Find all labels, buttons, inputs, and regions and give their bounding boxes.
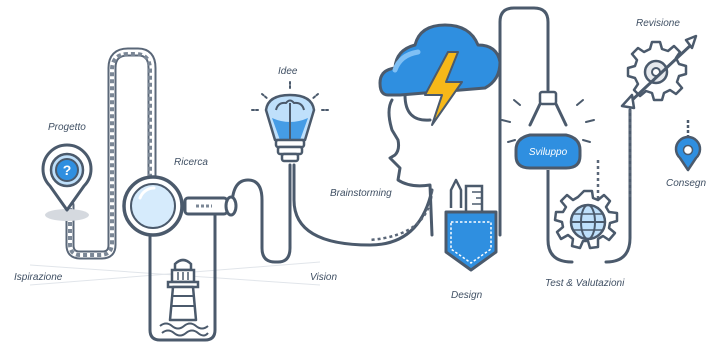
pipe-progetto <box>65 47 157 260</box>
label-consegna: Consegn <box>666 178 706 189</box>
label-design: Design <box>451 290 483 301</box>
main-line <box>148 6 632 342</box>
question-pin-icon: ? <box>41 143 93 221</box>
svg-text:?: ? <box>63 162 72 178</box>
label-idee: Idee <box>278 66 298 77</box>
lighthouse-icon <box>159 258 209 337</box>
label-progetto: Progetto <box>48 122 86 133</box>
lightbulb-brain-icon <box>251 81 329 163</box>
label-vision: Vision <box>310 272 337 283</box>
label-test: Test & Valutazioni <box>545 278 625 289</box>
cloud-lightning-head-icon <box>378 23 502 237</box>
label-ispirazione: Ispirazione <box>14 272 63 283</box>
label-revisione: Revisione <box>636 18 680 29</box>
robot-claw-icon: Sviluppo <box>501 87 595 170</box>
magnifier-icon <box>122 175 238 237</box>
label-brainstorming: Brainstorming <box>330 188 392 199</box>
gear-icon <box>620 34 698 110</box>
label-sviluppo: Sviluppo <box>529 147 568 158</box>
location-pin-icon <box>674 120 702 172</box>
label-ricerca: Ricerca <box>174 157 208 168</box>
globe-gear-icon <box>553 189 619 250</box>
pencil-ruler-pocket-icon <box>444 178 498 272</box>
